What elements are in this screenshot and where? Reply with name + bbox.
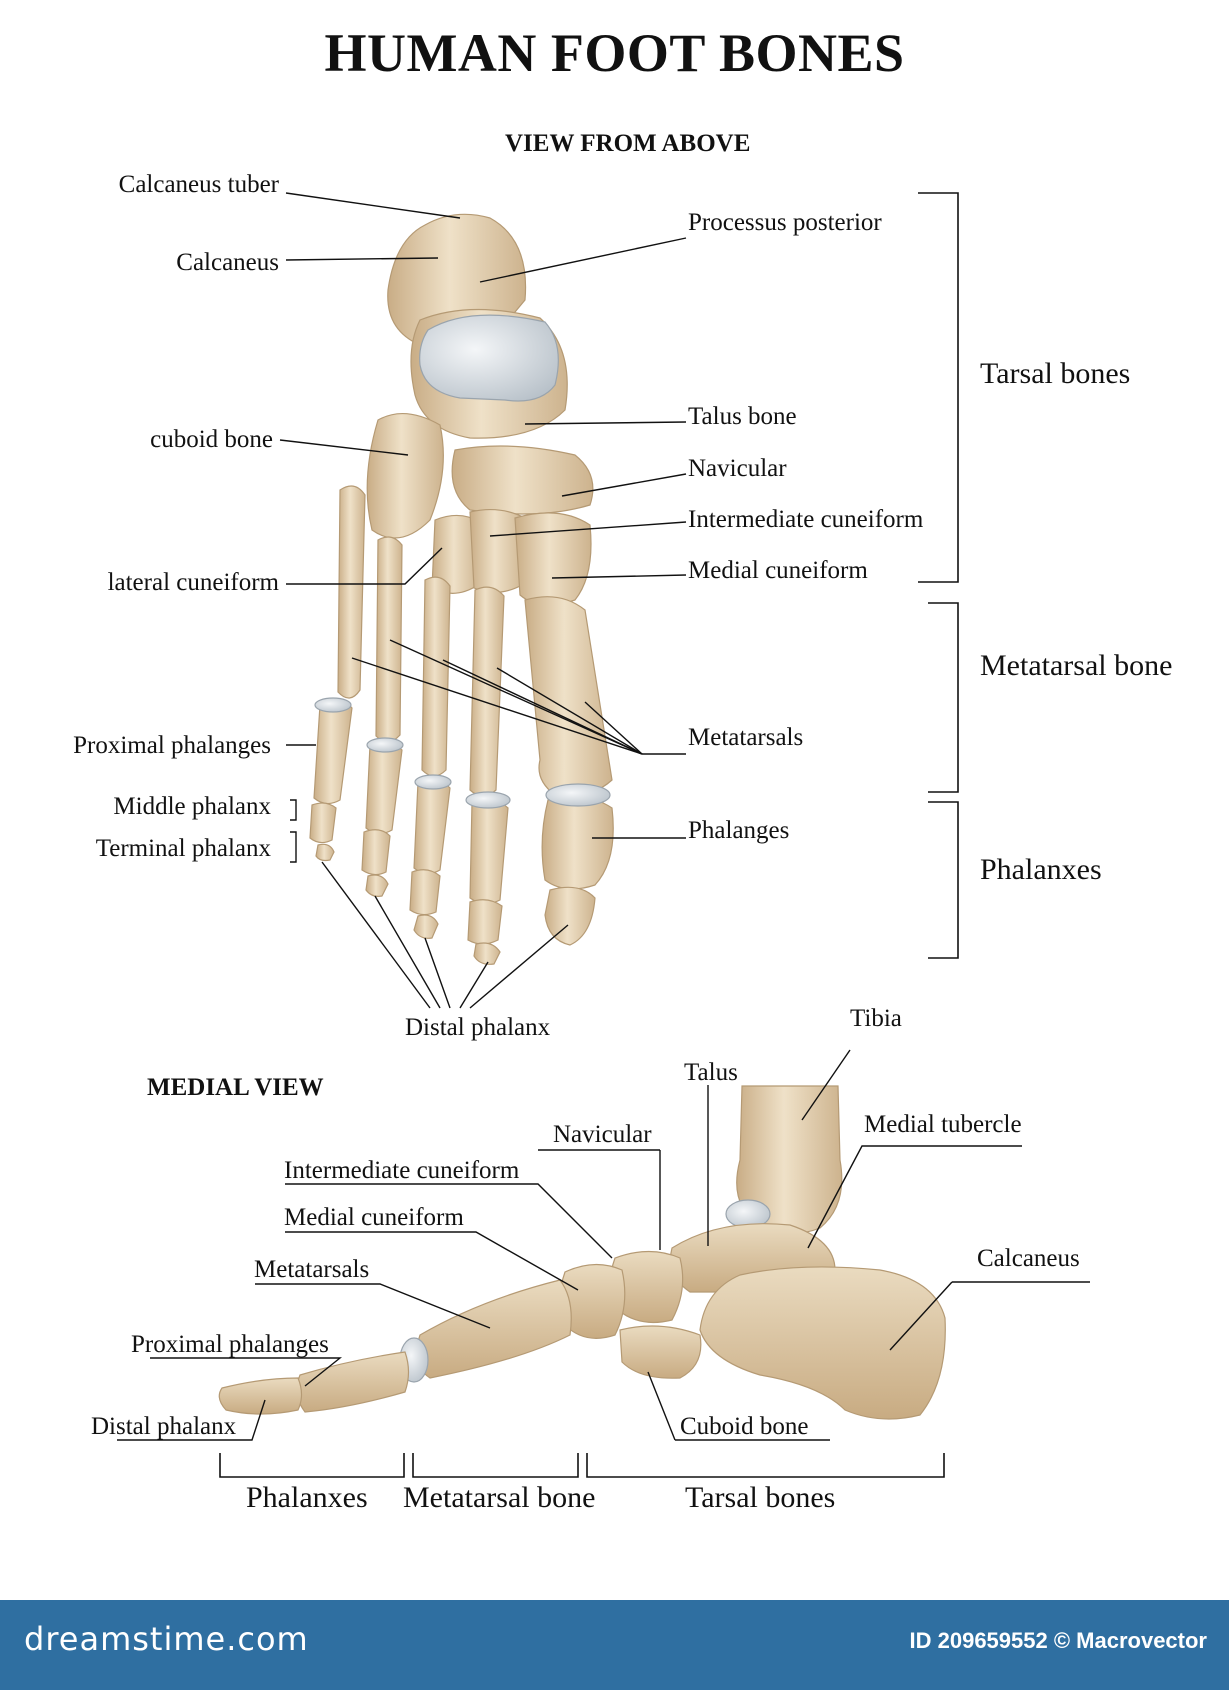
group-tarsal-bones-top: Tarsal bones xyxy=(980,357,1131,390)
medial-view-leader-lines xyxy=(117,1049,1090,1441)
label-distal-phalanx-top: Distal phalanx xyxy=(405,1014,551,1041)
label-medial-cuneiform-medial: Medial cuneiform xyxy=(284,1204,464,1231)
label-cuboid-bone-medial: Cuboid bone xyxy=(680,1413,809,1440)
label-phalanges: Phalanges xyxy=(688,817,790,844)
medial-view-heading: MEDIAL VIEW xyxy=(147,1074,324,1101)
top-view-foot-bones xyxy=(309,213,614,965)
footer-bar: dreamstime.com ID 209659552 © Macrovecto… xyxy=(0,1600,1229,1690)
top-view-leader-lines xyxy=(279,192,687,1009)
label-intermediate-cuneiform-medial: Intermediate cuneiform xyxy=(284,1157,520,1184)
group-metatarsal-bone-top: Metatarsal bone xyxy=(980,649,1173,682)
top-view-group-brackets xyxy=(918,192,959,959)
label-cuboid-bone-top: cuboid bone xyxy=(150,426,273,453)
label-intermediate-cuneiform-top: Intermediate cuneiform xyxy=(688,506,924,533)
medial-view-group-brackets xyxy=(219,1453,945,1478)
view-from-above-heading: VIEW FROM ABOVE xyxy=(505,130,751,157)
label-talus: Talus xyxy=(684,1059,738,1086)
group-phalanxes-top: Phalanxes xyxy=(980,853,1102,886)
label-medial-cuneiform-top: Medial cuneiform xyxy=(688,557,868,584)
medial-view-foot-bones xyxy=(218,1085,946,1420)
label-calcaneus-top: Calcaneus xyxy=(176,249,279,276)
label-terminal-phalanx: Terminal phalanx xyxy=(95,835,271,862)
label-metatarsals-medial: Metatarsals xyxy=(254,1256,370,1283)
label-processus-posterior: Processus posterior xyxy=(688,209,882,236)
label-navicular-top: Navicular xyxy=(688,455,787,482)
label-proximal-phalanges-top: Proximal phalanges xyxy=(73,732,271,759)
label-calcaneus-medial: Calcaneus xyxy=(977,1245,1080,1272)
footer-brand-link[interactable]: dreamstime.com xyxy=(24,1620,309,1658)
label-middle-phalanx: Middle phalanx xyxy=(113,793,271,820)
label-medial-tubercle: Medial tubercle xyxy=(864,1111,1022,1138)
label-metatarsals-top: Metatarsals xyxy=(688,724,804,751)
footer-image-credit: ID 209659552 © Macrovector xyxy=(909,1628,1208,1653)
label-proximal-phalanges-medial: Proximal phalanges xyxy=(131,1331,329,1358)
label-calcaneus-tuber: Calcaneus tuber xyxy=(118,171,279,198)
foot-bones-illustration xyxy=(117,192,1090,1478)
label-distal-phalanx-medial: Distal phalanx xyxy=(91,1413,237,1440)
group-tarsal-bones-medial: Tarsal bones xyxy=(685,1481,836,1514)
label-lateral-cuneiform: lateral cuneiform xyxy=(107,569,279,596)
label-talus-bone: Talus bone xyxy=(688,403,797,430)
group-phalanxes-medial: Phalanxes xyxy=(246,1481,368,1514)
page-title: HUMAN FOOT BONES xyxy=(324,23,905,83)
group-metatarsal-bone-medial: Metatarsal bone xyxy=(403,1481,596,1514)
label-tibia: Tibia xyxy=(850,1005,902,1032)
label-navicular-medial: Navicular xyxy=(553,1121,652,1148)
